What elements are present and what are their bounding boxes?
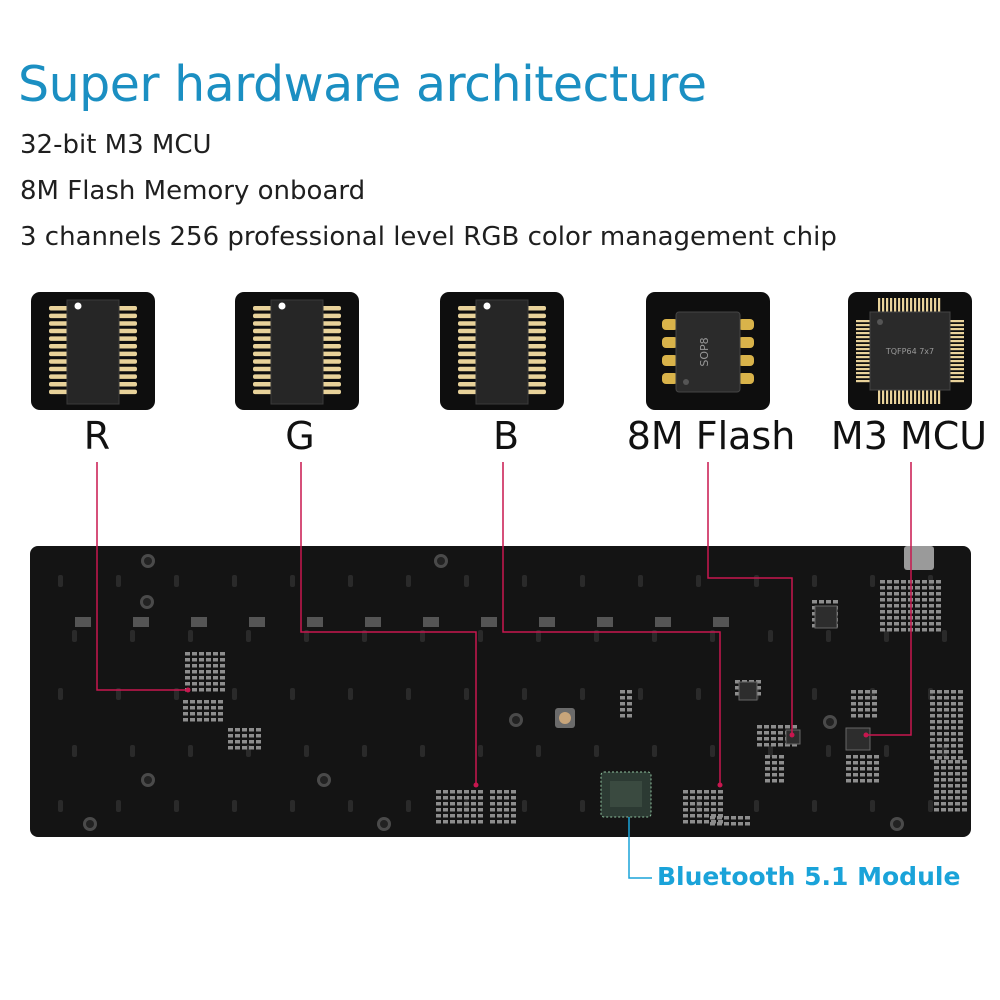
chip-g [235,292,359,410]
leader-line-r [96,462,188,691]
chip-label-b: B [492,414,520,458]
soic-chip-icon [458,299,546,405]
page-title: Super hardware architecture [18,56,707,113]
leader-line-b [502,462,721,785]
chip-label-r: R [83,414,111,458]
spec-mcu: 32-bit M3 MCU [20,130,212,160]
soic-chip-icon [253,299,341,405]
usb-connector [904,546,934,570]
pcb-board [30,546,971,837]
sop8-marking: SOP8 [698,337,711,366]
chip-label-flash: 8M Flash [626,414,796,458]
bluetooth-callout-label: Bluetooth 5.1 Module [657,862,961,891]
leader-lines [96,462,912,785]
tqfp-chip-icon: TQFP64 7x7 [856,298,964,404]
smd-components [75,580,967,826]
leader-line-g [300,462,477,785]
spec-flash: 8M Flash Memory onboard [20,176,366,206]
reset-switch [555,708,575,728]
spec-rgb: 3 channels 256 professional level RGB co… [20,222,837,252]
chip-b [440,292,564,410]
chip-label-mcu: M3 MCU [830,414,988,458]
leader-line-mcu [866,462,912,736]
chip-flash: SOP8 [646,292,770,410]
chip-r [31,292,155,410]
chip-label-g: G [285,414,315,458]
switch-holes [58,554,947,831]
bluetooth-module [600,771,652,818]
chip-mcu: TQFP64 7x7 [848,292,972,410]
leader-dots [185,687,869,788]
leader-line-bluetooth [628,817,652,879]
leader-line-flash [707,462,793,735]
svg-text:TQFP64 7x7: TQFP64 7x7 [885,347,934,356]
soic-chip-icon [49,299,137,405]
sop8-chip-icon: SOP8 [662,311,754,393]
